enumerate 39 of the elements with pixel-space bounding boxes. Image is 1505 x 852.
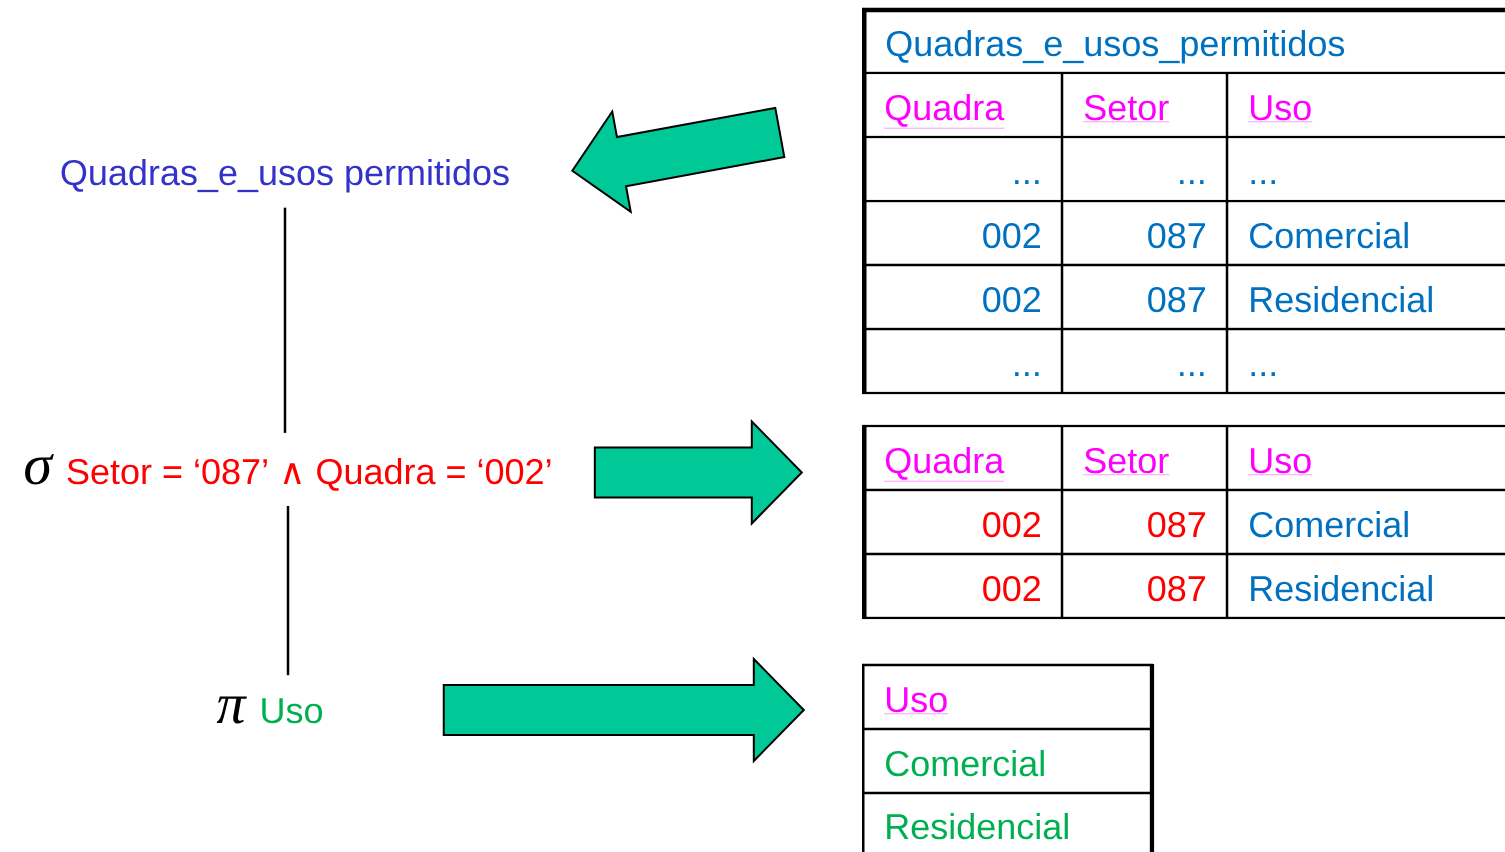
table-entry: Residencial	[887, 812, 1068, 840]
table-entry: Residencial	[1251, 285, 1432, 313]
relation-name: Quadras_e_usos permitidos	[61, 158, 509, 193]
column-header: Uso	[1248, 448, 1313, 475]
table-entry: 087	[1148, 286, 1205, 313]
table-entry: 002	[983, 575, 1040, 602]
block-arrow	[593, 419, 804, 526]
selection-operator: σ Setor = ‘087’ ∧ Quadra = ‘002’	[25, 454, 551, 491]
data-table	[862, 424, 1505, 620]
table-entry: ...	[1251, 180, 1275, 184]
table-entry: 002	[983, 222, 1040, 249]
table-entry: 087	[1148, 511, 1205, 538]
table-entry: 002	[983, 511, 1040, 538]
column-header: Quadra	[884, 446, 1005, 482]
table-entry: ...	[1015, 180, 1039, 184]
column-header: Uso	[884, 687, 949, 714]
table-entry: Residencial	[1251, 574, 1432, 602]
connector-line	[286, 506, 290, 676]
block-arrow	[442, 656, 806, 764]
column-header: Setor	[1083, 94, 1170, 122]
connector-line	[283, 207, 287, 433]
table-entry: Comercial	[1250, 221, 1408, 249]
table-entry: Comercial	[1250, 510, 1408, 538]
column-header: Setor	[1083, 447, 1170, 475]
table-entry: Comercial	[886, 749, 1044, 777]
table-entry: 002	[983, 286, 1040, 313]
column-header: Quadra	[884, 93, 1005, 129]
data-table	[862, 663, 1155, 852]
column-header: Uso	[1248, 95, 1313, 122]
data-table	[862, 7, 1505, 395]
table-entry: 087	[1148, 575, 1205, 602]
table-entry: ...	[1180, 180, 1204, 184]
table-title: Quadras_e_usos_permitidos	[886, 29, 1345, 64]
table-entry: ...	[1180, 372, 1204, 376]
table-entry: ...	[1015, 372, 1039, 376]
projection-operator: π Uso	[216, 696, 322, 724]
block-arrow	[570, 106, 786, 215]
table-entry: 087	[1148, 222, 1205, 249]
table-entry: ...	[1251, 372, 1275, 376]
